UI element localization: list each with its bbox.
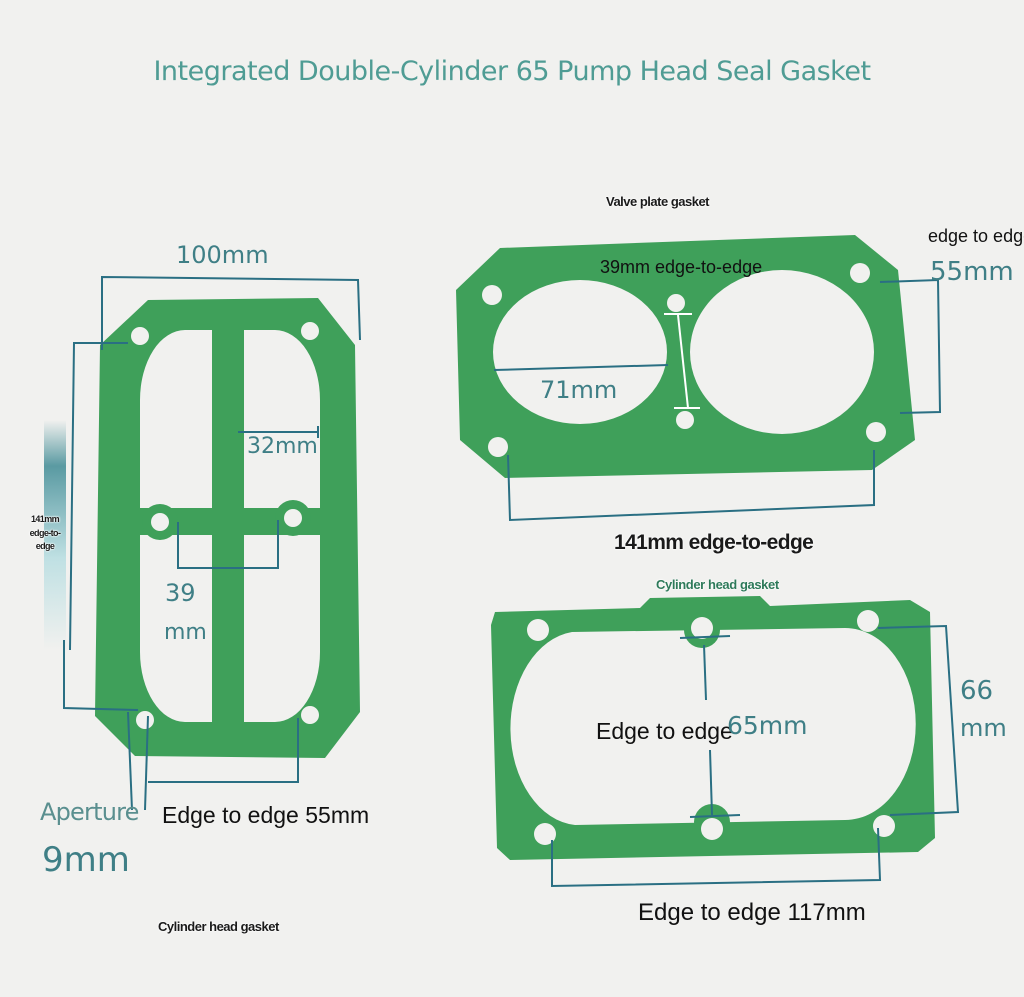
- valve-gasket-caption: Valve plate gasket: [606, 194, 710, 209]
- left-bottom-label: Edge to edge 55mm: [162, 802, 370, 828]
- aperture-value: 9mm: [42, 840, 130, 880]
- head-right-label-unit: mm: [960, 714, 1007, 742]
- left-center-label-unit: mm: [164, 620, 207, 645]
- left-dimension-lines: [63, 275, 361, 811]
- left-width-label: 100mm: [176, 241, 269, 269]
- valve-bore-label: 71mm: [540, 376, 618, 404]
- head-gasket-caption: Cylinder head gasket: [656, 577, 779, 592]
- bottom-cylinder-head-gasket: [491, 596, 935, 860]
- head-dimension-lines: [551, 624, 960, 888]
- left-cylinder-head-gasket: [95, 298, 360, 758]
- head-right-label-number: 66: [960, 676, 994, 706]
- valve-plate-gasket: [456, 235, 915, 478]
- valve-bottom-label: 141mm edge-to-edge: [614, 531, 814, 554]
- head-center-label-text: Edge to edge: [596, 718, 733, 744]
- left-inner-width-label: 32mm: [247, 434, 318, 459]
- page-title: Integrated Double-Cylinder 65 Pump Head …: [153, 56, 871, 87]
- valve-right-label-text: edge to edge: [928, 226, 1024, 246]
- left-gasket-caption: Cylinder head gasket: [158, 919, 279, 934]
- aperture-label: Aperture: [40, 798, 139, 826]
- head-bottom-label: Edge to edge 117mm: [638, 899, 866, 926]
- valve-dimension-lines: [493, 278, 942, 522]
- head-center-label-value: 65mm: [727, 711, 808, 740]
- valve-right-label-value: 55mm: [930, 257, 1014, 287]
- left-height-label: 141mm edge-to-edge: [29, 514, 61, 551]
- side-gradient-strip: [44, 420, 66, 650]
- left-center-label-number: 39: [165, 579, 196, 607]
- valve-top-label: 39mm edge-to-edge: [600, 257, 763, 277]
